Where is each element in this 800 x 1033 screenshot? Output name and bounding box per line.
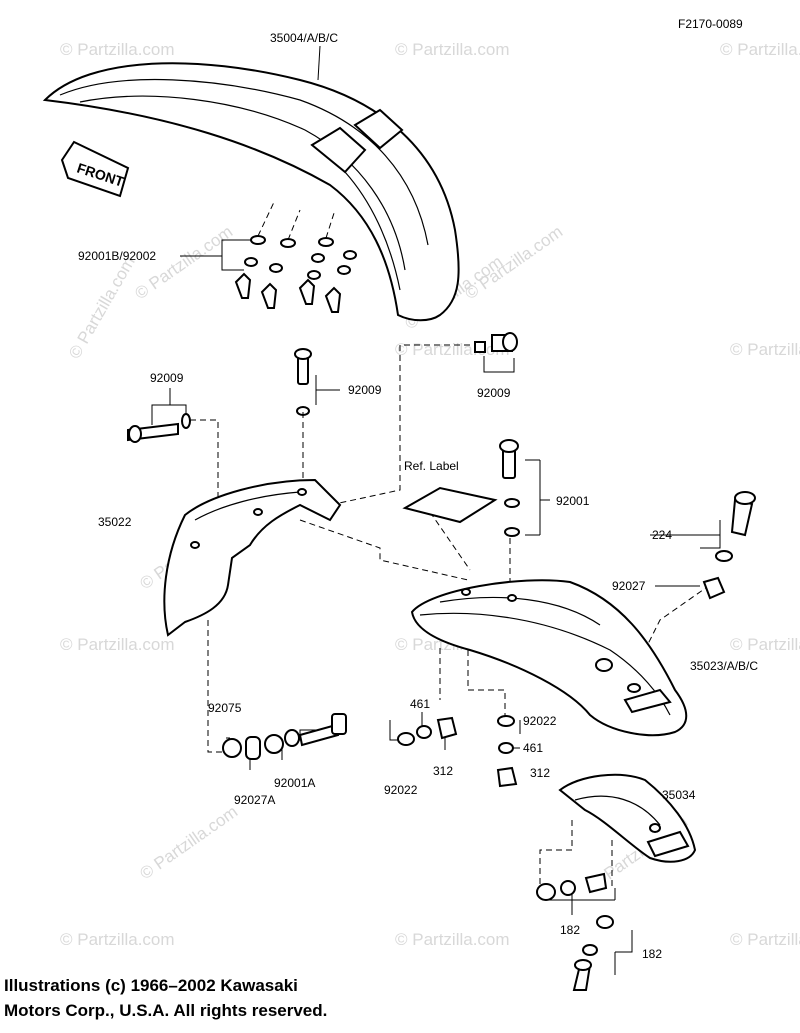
ref-label-and-bolt <box>402 439 520 537</box>
label-224: 224 <box>652 528 672 542</box>
copyright-line-1: Illustrations (c) 1966–2002 Kawasaki <box>4 976 298 995</box>
front-arrow-tag: FRONT <box>60 140 130 198</box>
watermark: © Partzilla.com <box>730 340 800 359</box>
label-ref-label: Ref. Label <box>404 459 459 473</box>
label-92009-left: 92009 <box>150 371 184 385</box>
watermark: © Partzilla.com <box>730 930 800 949</box>
watermark: © Partzilla.com <box>395 930 510 949</box>
watermark: © Partzilla.com <box>65 253 139 362</box>
rear-fender-hardware <box>397 715 518 788</box>
copyright-notice: Illustrations (c) 1966–2002 Kawasaki Mot… <box>4 973 327 1023</box>
label-312-b: 312 <box>530 766 550 780</box>
watermark: © Partzilla.com <box>60 40 175 59</box>
bracket-35034 <box>558 773 697 863</box>
label-35034: 35034 <box>662 788 696 802</box>
label-35023: 35023/A/B/C <box>690 659 758 673</box>
front-fender <box>42 62 460 322</box>
rear-bolt-224 <box>702 491 756 600</box>
label-461-b: 461 <box>523 741 543 755</box>
label-92027: 92027 <box>612 579 646 593</box>
watermark: © Partzilla.com <box>461 222 566 303</box>
front-fender-hardware <box>234 199 357 313</box>
watermark: © Partzilla.com <box>136 802 241 883</box>
label-92001: 92001 <box>556 494 590 508</box>
watermark: © Partzilla.com <box>720 40 800 59</box>
label-35022: 35022 <box>98 515 132 529</box>
label-front-fender: 35004/A/B/C <box>270 31 338 45</box>
label-92001a: 92001A <box>274 776 315 790</box>
label-92009-mid: 92009 <box>348 383 382 397</box>
watermark: © Partzilla.com <box>395 40 510 59</box>
part-labels: 35004/A/B/C 92001B/92002 92009 92009 920… <box>78 31 758 961</box>
label-312-a: 312 <box>433 764 453 778</box>
side-hardware <box>222 713 347 760</box>
label-92075: 92075 <box>208 701 242 715</box>
watermark: © Partzilla.com <box>60 930 175 949</box>
label-182-b: 182 <box>642 947 662 961</box>
leader-lines <box>151 45 721 975</box>
label-92009-right: 92009 <box>477 386 511 400</box>
mud-flap-35022 <box>163 478 342 637</box>
label-182-a: 182 <box>560 923 580 937</box>
screws-182 <box>536 872 614 991</box>
copyright-line-2: Motors Corp., U.S.A. All rights reserved… <box>4 1001 328 1020</box>
watermark: © Partzilla.com <box>730 635 800 654</box>
label-92022-b: 92022 <box>523 714 557 728</box>
rear-fender-35023 <box>410 579 688 737</box>
watermark: © Partzilla.com <box>60 635 175 654</box>
label-92001b-92002: 92001B/92002 <box>78 249 156 263</box>
figure-code: F2170-0089 <box>678 17 743 31</box>
label-92022-a: 92022 <box>384 783 418 797</box>
label-461-a: 461 <box>410 697 430 711</box>
label-92027a: 92027A <box>234 793 275 807</box>
